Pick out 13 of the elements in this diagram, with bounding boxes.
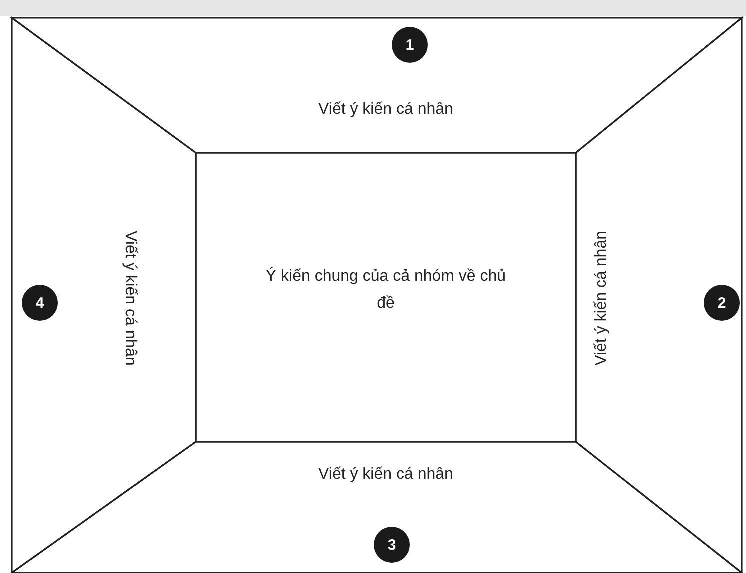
region-text: Ý kiến chung của cả nhóm về chủ đề	[264, 266, 508, 314]
number-badge: 2	[704, 285, 740, 321]
center-box	[196, 153, 576, 442]
trapezoid-region	[12, 442, 742, 573]
number-badge: 1	[392, 27, 428, 63]
region-text: Viết ý kiến cá nhân	[121, 230, 139, 366]
region-text: Viết ý kiến cá nhân	[593, 230, 611, 366]
trapezoid-region	[576, 18, 742, 573]
number-badge: 3	[374, 527, 410, 563]
number-badge: 4	[22, 285, 58, 321]
region-text: Viết ý kiến cá nhân	[318, 101, 454, 119]
region-text: Viết ý kiến cá nhân	[318, 466, 454, 484]
trapezoid-region	[12, 18, 196, 573]
